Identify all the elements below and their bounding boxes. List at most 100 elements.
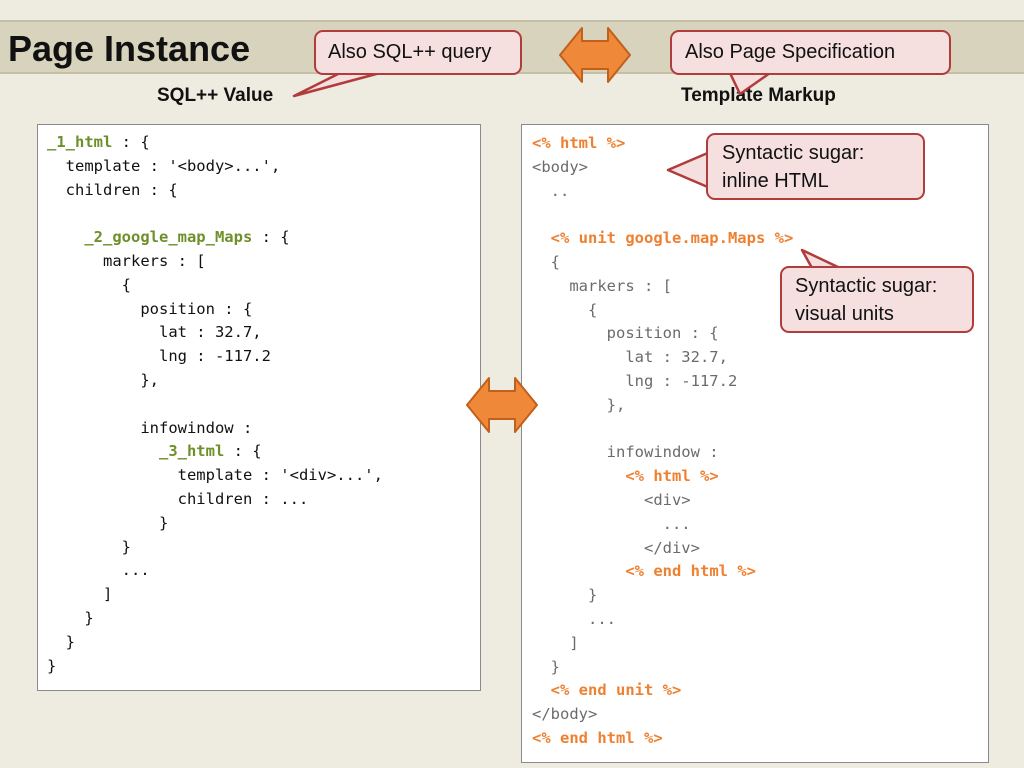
sqlpp-value-code-line: children : { (38, 178, 178, 202)
sqlpp-value-code-line: _2_google_map_Maps : { (38, 225, 290, 249)
template-markup-code-line: <body> (522, 155, 588, 179)
sqlpp-value-code-token: } (47, 632, 75, 651)
sqlpp-value-code-line: position : { (38, 297, 252, 321)
template-markup-code-line: ... (522, 512, 691, 536)
double-headed-arrow-icon (559, 27, 631, 83)
inline-html-pointer (666, 150, 712, 190)
template-markup-label: Template Markup (681, 85, 836, 106)
template-markup-code-token: lng : -117.2 (532, 372, 738, 390)
inline-html-callout: Syntactic sugar: inline HTML (706, 133, 925, 200)
sqlpp-value-code-line: } (38, 654, 56, 678)
sqlpp-value-code-token: _1_html (47, 133, 113, 151)
template-markup-code-line: }, (522, 393, 626, 417)
double-headed-arrow-icon (466, 377, 538, 433)
sqlpp-value-code-line: _1_html : { (38, 130, 150, 154)
template-markup-code-line: { (522, 250, 560, 274)
sqlpp-value-code-token: } (47, 609, 94, 627)
template-markup-code-token: } (532, 657, 560, 676)
sqlpp-value-code-token: children : ... (47, 490, 309, 508)
template-markup-code-token: <% end unit %> (550, 681, 682, 700)
visual-units-callout-line-1: Syntactic sugar: (795, 275, 938, 297)
page-spec-callout-text: Also Page Specification (685, 41, 896, 63)
template-markup-code-line: </div> (522, 536, 700, 560)
sqlpp-value-code-line: template : '<div>...', (38, 463, 383, 487)
sqlpp-value-code-token: template : '<div>...', (47, 466, 383, 485)
template-markup-code-line: <div> (522, 488, 691, 512)
template-markup-code-line: position : { (522, 321, 719, 345)
sqlpp-value-code-line: } (38, 511, 168, 535)
sqlpp-value-code-token: _3_html (158, 442, 225, 461)
sqlpp-value-code-token: _2_google_map_Maps (84, 228, 253, 247)
template-markup-code-token: { (532, 300, 598, 319)
sqlpp-value-code-token: { (47, 275, 131, 294)
sqlpp-value-code-token: } (47, 537, 131, 556)
template-markup-code-token: <div> (532, 491, 691, 509)
template-markup-code-line: <% end unit %> (522, 678, 682, 702)
template-markup-code-token: position : { (532, 324, 719, 343)
template-markup-code-token: <% html %> (532, 134, 626, 152)
template-markup-code-token: ... (532, 514, 691, 533)
sqlpp-value-code-token: } (47, 513, 169, 532)
template-markup-code-token: <% html %> (625, 467, 719, 486)
template-markup-code-line: markers : [ (522, 274, 672, 298)
sqlpp-value-code-token: : { (224, 442, 262, 461)
sqlpp-value-code-panel: _1_html : { template : '<body>...', chil… (37, 124, 481, 691)
template-markup-code-token: ... (532, 610, 616, 628)
inline-html-callout-line-2: inline HTML (722, 170, 829, 192)
page-spec-callout: Also Page Specification (670, 30, 951, 75)
sqlpp-value-code-token: ] (47, 585, 113, 604)
inline-html-callout-line-1: Syntactic sugar: (722, 142, 865, 164)
sqlpp-value-code-token: ... (47, 561, 150, 580)
sqlpp-value-code-line: } (38, 606, 94, 630)
sqlpp-value-code-token: children : { (47, 180, 178, 199)
template-markup-code-line: </body> (522, 702, 597, 726)
template-markup-code-token: </div> (532, 538, 700, 557)
template-markup-code-line: { (522, 298, 597, 322)
template-markup-code-line: <% html %> (522, 464, 719, 488)
template-markup-code-line: ] (522, 631, 579, 655)
sqlpp-value-code-line: children : ... (38, 487, 309, 511)
template-markup-code-panel: <% html %> <body> .. <% unit google.map.M… (521, 124, 989, 763)
template-markup-code-token: } (532, 586, 598, 605)
sqlpp-value-code-line: infowindow : (38, 416, 252, 440)
template-markup-code-line: <% unit google.map.Maps %> (522, 226, 794, 250)
template-markup-code-line: lat : 32.7, (522, 345, 728, 369)
sqlpp-value-code-line: template : '<body>...', (38, 154, 281, 178)
template-markup-code-token: <body> (532, 157, 588, 176)
sqlpp-value-label: SQL++ Value (157, 85, 274, 106)
template-markup-code-token: <% end html %> (532, 729, 663, 747)
template-markup-code-token: markers : [ (532, 276, 672, 295)
page-title: Page Instance (8, 28, 251, 69)
sqlpp-value-code-line: ... (38, 558, 150, 582)
sqlpp-value-code-line: ] (38, 582, 112, 606)
sqlpp-value-code-line: markers : [ (38, 249, 206, 273)
template-markup-code-line: <% end html %> (522, 726, 663, 750)
sqlpp-value-code-token: }, (47, 371, 159, 389)
template-markup-code-token: ] (532, 633, 579, 652)
template-markup-code-token: .. (532, 181, 570, 200)
template-markup-code-line: .. (522, 179, 570, 203)
template-markup-code-line: ... (522, 607, 616, 631)
sqlpp-value-code-token: template : '<body>...', (47, 156, 281, 175)
template-markup-code-line: } (522, 655, 560, 679)
sqlpp-query-pointer (292, 71, 382, 98)
sqlpp-value-code-token: markers : [ (47, 252, 206, 270)
template-markup-code-line: infowindow : (522, 440, 719, 464)
template-markup-code-line: <% html %> (522, 131, 625, 155)
sqlpp-value-code-line: } (38, 630, 75, 654)
sqlpp-value-code-token: position : { (47, 299, 253, 318)
sqlpp-value-code-line: lng : -117.2 (38, 344, 271, 368)
visual-units-callout: Syntactic sugar: visual units (780, 266, 974, 333)
sqlpp-value-code-line: } (38, 535, 131, 559)
template-markup-code-line: lng : -117.2 (522, 369, 737, 393)
sqlpp-value-code-line: }, (38, 368, 159, 392)
sqlpp-query-callout: Also SQL++ query (314, 30, 522, 75)
template-markup-code-token: { (532, 253, 560, 271)
sqlpp-value-code-token: : { (252, 228, 290, 247)
template-markup-code-token: lat : 32.7, (532, 348, 728, 367)
sqlpp-value-code-token: lng : -117.2 (47, 347, 271, 366)
template-markup-code-token: }, (532, 395, 626, 414)
sqlpp-value-code-token: lat : 32.7, (47, 323, 262, 342)
page-spec-pointer (728, 71, 772, 96)
template-markup-code-token: </body> (532, 705, 598, 724)
